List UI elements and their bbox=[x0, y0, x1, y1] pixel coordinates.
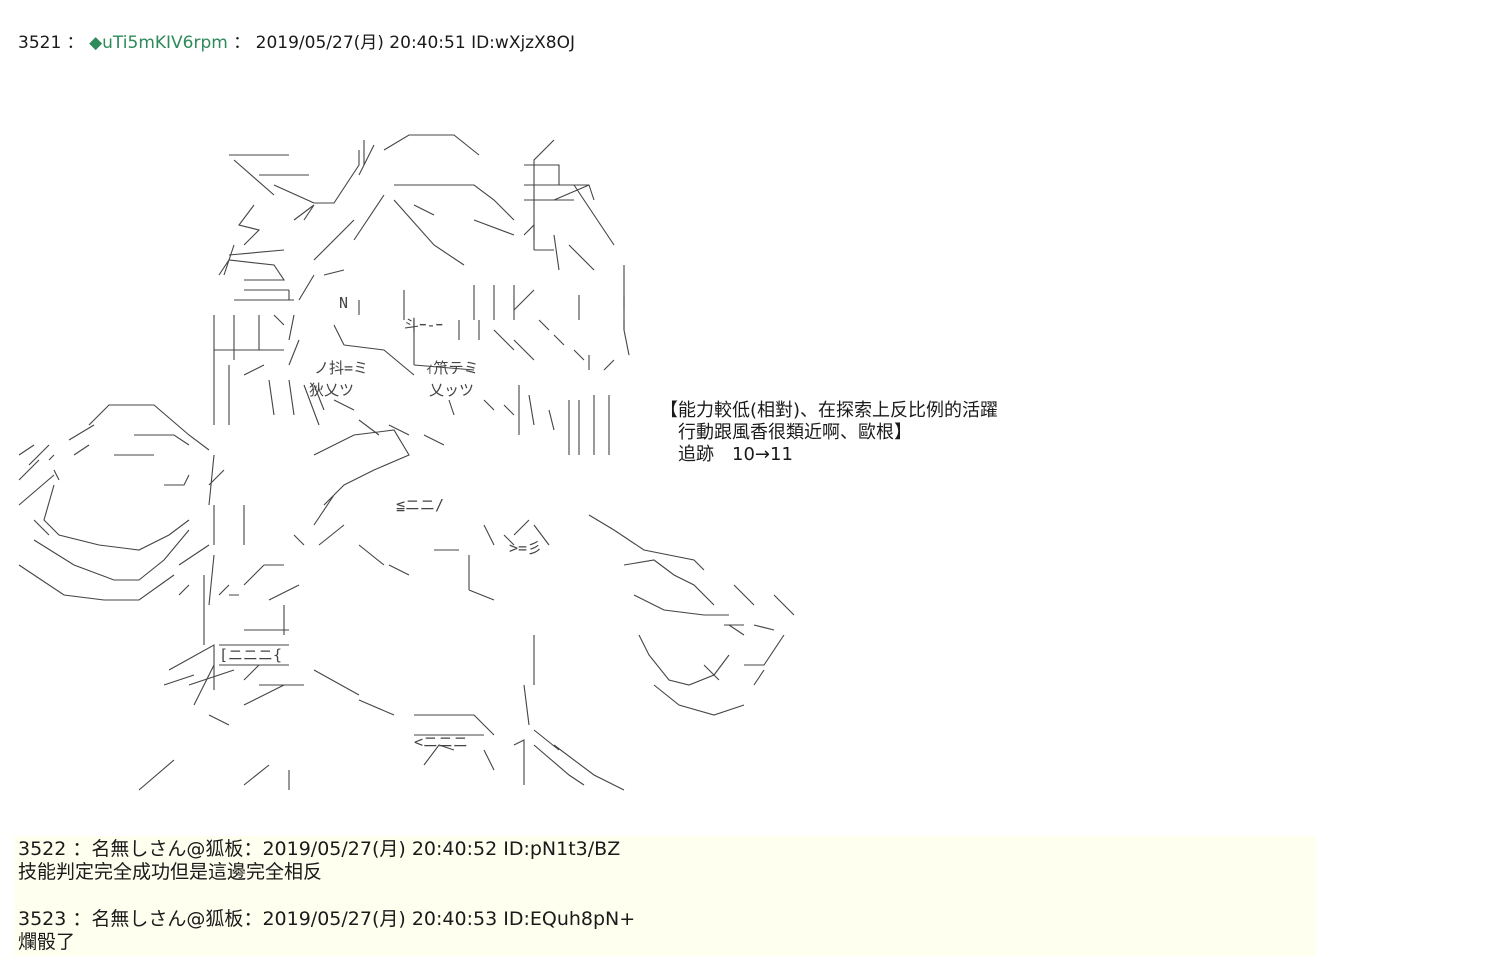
reply-number[interactable]: 3522 bbox=[18, 838, 67, 860]
separator: ： bbox=[72, 908, 92, 930]
poster-trip[interactable]: ◆uTi5mKIV6rpm bbox=[89, 33, 228, 53]
art-label: 乂ッツ bbox=[429, 381, 474, 399]
art-label: 狄乂ツ bbox=[309, 381, 354, 399]
reply-date: 2019/05/27(月) 20:40:52 bbox=[262, 838, 498, 860]
reply-header: 3522 ：名無しさん@狐板：2019/05/27(月) 20:40:52 ID… bbox=[18, 838, 620, 861]
post-date: 2019/05/27(月) 20:40:51 bbox=[255, 33, 466, 53]
separator: ： bbox=[233, 33, 251, 53]
post-header: 3521 ： ◆uTi5mKIV6rpm ： 2019/05/27(月) 20:… bbox=[18, 32, 575, 54]
reply-name: 名無しさん@狐板 bbox=[91, 838, 244, 860]
separator: ： bbox=[243, 838, 263, 860]
post-id[interactable]: ID:wXjzX8OJ bbox=[471, 33, 575, 53]
art-label: ≦ニニ/ bbox=[396, 496, 444, 514]
reply-id[interactable]: ID:pN1t3/BZ bbox=[503, 838, 621, 860]
reply-post: 3522 ：名無しさん@狐板：2019/05/27(月) 20:40:52 ID… bbox=[18, 838, 620, 884]
annotation-line: 行動跟風香很類近啊、歐根】 bbox=[660, 422, 912, 443]
reply-date: 2019/05/27(月) 20:40:53 bbox=[262, 908, 498, 930]
reply-header: 3523 ：名無しさん@狐板：2019/05/27(月) 20:40:53 ID… bbox=[18, 908, 635, 931]
reply-body: 爛骰了 bbox=[18, 931, 76, 953]
replies-section: 3522 ：名無しさん@狐板：2019/05/27(月) 20:40:52 ID… bbox=[14, 836, 1316, 956]
art-label: N bbox=[339, 294, 348, 312]
separator: ： bbox=[72, 838, 92, 860]
art-label: 斗ｰ-ｰ bbox=[404, 316, 443, 334]
art-label: >=彡 bbox=[509, 539, 542, 557]
annotation-line: 追跡 10→11 bbox=[660, 444, 793, 465]
reply-id[interactable]: ID:EQuh8pN+ bbox=[503, 908, 636, 930]
ascii-art: N 斗ｰ-ｰ ノ抖=ミ ｨ笊テミ 狄乂ツ 乂ッツ ≦ニニ/ >=彡 [ニニニ{ … bbox=[14, 125, 814, 805]
art-label: [ニニニ{ bbox=[219, 646, 282, 664]
ascii-art-figure: N 斗ｰ-ｰ ノ抖=ミ ｨ笊テミ 狄乂ツ 乂ッツ ≦ニニ/ >=彡 [ニニニ{ … bbox=[18, 134, 795, 791]
separator: ： bbox=[66, 33, 84, 53]
reply-name: 名無しさん@狐板 bbox=[91, 908, 244, 930]
post-number: 3521 bbox=[18, 33, 62, 53]
reply-body: 技能判定完全成功但是這邊完全相反 bbox=[18, 861, 323, 883]
separator: ： bbox=[243, 908, 263, 930]
annotation-block: 【能力較低(相對)、在探索上反比例的活躍 行動跟風香很類近啊、歐根】 追跡 10… bbox=[660, 400, 998, 466]
art-label: ｨ笊テミ bbox=[426, 359, 479, 377]
reply-number[interactable]: 3523 bbox=[18, 908, 67, 930]
reply-post: 3523 ：名無しさん@狐板：2019/05/27(月) 20:40:53 ID… bbox=[18, 908, 635, 954]
art-label: <ニニニ bbox=[414, 733, 468, 751]
annotation-line: 【能力較低(相對)、在探索上反比例的活躍 bbox=[660, 400, 999, 421]
art-label: ノ抖=ミ bbox=[314, 359, 368, 377]
